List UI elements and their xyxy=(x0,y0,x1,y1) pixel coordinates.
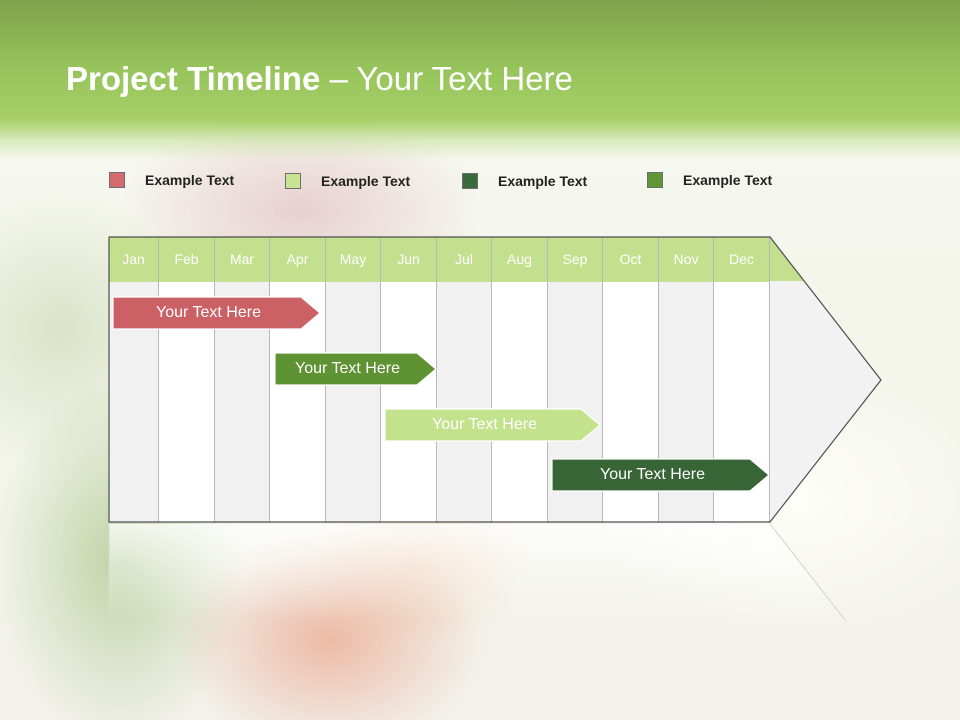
month-column-feb: Feb xyxy=(159,237,215,523)
legend-swatch-1 xyxy=(109,172,125,188)
task-bar-1[interactable]: Your Text Here xyxy=(112,296,321,330)
legend-item-4: Example Text xyxy=(647,170,772,190)
month-header-feb: Feb xyxy=(159,237,214,282)
legend-label-2: Example Text xyxy=(321,173,411,189)
slide-title-rest: – Your Text Here xyxy=(320,60,573,97)
task-bar-label-2: Your Text Here xyxy=(295,360,400,377)
month-header-jul: Jul xyxy=(437,237,491,282)
month-header-apr: Apr xyxy=(270,237,325,282)
task-bar-label-4: Your Text Here xyxy=(600,466,705,483)
month-header-jan: Jan xyxy=(109,237,158,282)
legend-item-3: Example Text xyxy=(462,171,587,191)
month-header-mar: Mar xyxy=(215,237,269,282)
legend-swatch-4 xyxy=(647,172,663,188)
month-header-sep: Sep xyxy=(548,237,602,282)
month-column-jul: Jul xyxy=(437,237,492,523)
month-column-mar: Mar xyxy=(215,237,270,523)
legend-label-4: Example Text xyxy=(683,172,773,188)
month-column-aug: Aug xyxy=(492,237,548,523)
task-bar-label-1: Your Text Here xyxy=(156,304,261,321)
legend-item-2: Example Text xyxy=(285,171,410,191)
month-header-nov: Nov xyxy=(659,237,713,282)
legend-item-1: Example Text xyxy=(109,170,234,190)
legend-swatch-2 xyxy=(285,173,301,189)
task-bar-3[interactable]: Your Text Here xyxy=(384,408,601,442)
month-header-aug: Aug xyxy=(492,237,547,282)
slide-title: Project Timeline – Your Text Here xyxy=(66,60,573,98)
slide-title-bold: Project Timeline xyxy=(66,60,321,97)
legend-swatch-3 xyxy=(462,173,478,189)
month-column-jan: Jan xyxy=(109,237,159,523)
month-header-dec: Dec xyxy=(714,237,769,282)
legend-label-3: Example Text xyxy=(498,173,588,189)
legend-label-1: Example Text xyxy=(145,172,235,188)
task-bar-4[interactable]: Your Text Here xyxy=(551,458,770,492)
month-header-oct: Oct xyxy=(603,237,658,282)
header-band xyxy=(0,0,960,160)
task-bar-2[interactable]: Your Text Here xyxy=(274,352,437,386)
task-bar-label-3: Your Text Here xyxy=(432,416,537,433)
month-header-jun: Jun xyxy=(381,237,436,282)
month-header-may: May xyxy=(326,237,380,282)
